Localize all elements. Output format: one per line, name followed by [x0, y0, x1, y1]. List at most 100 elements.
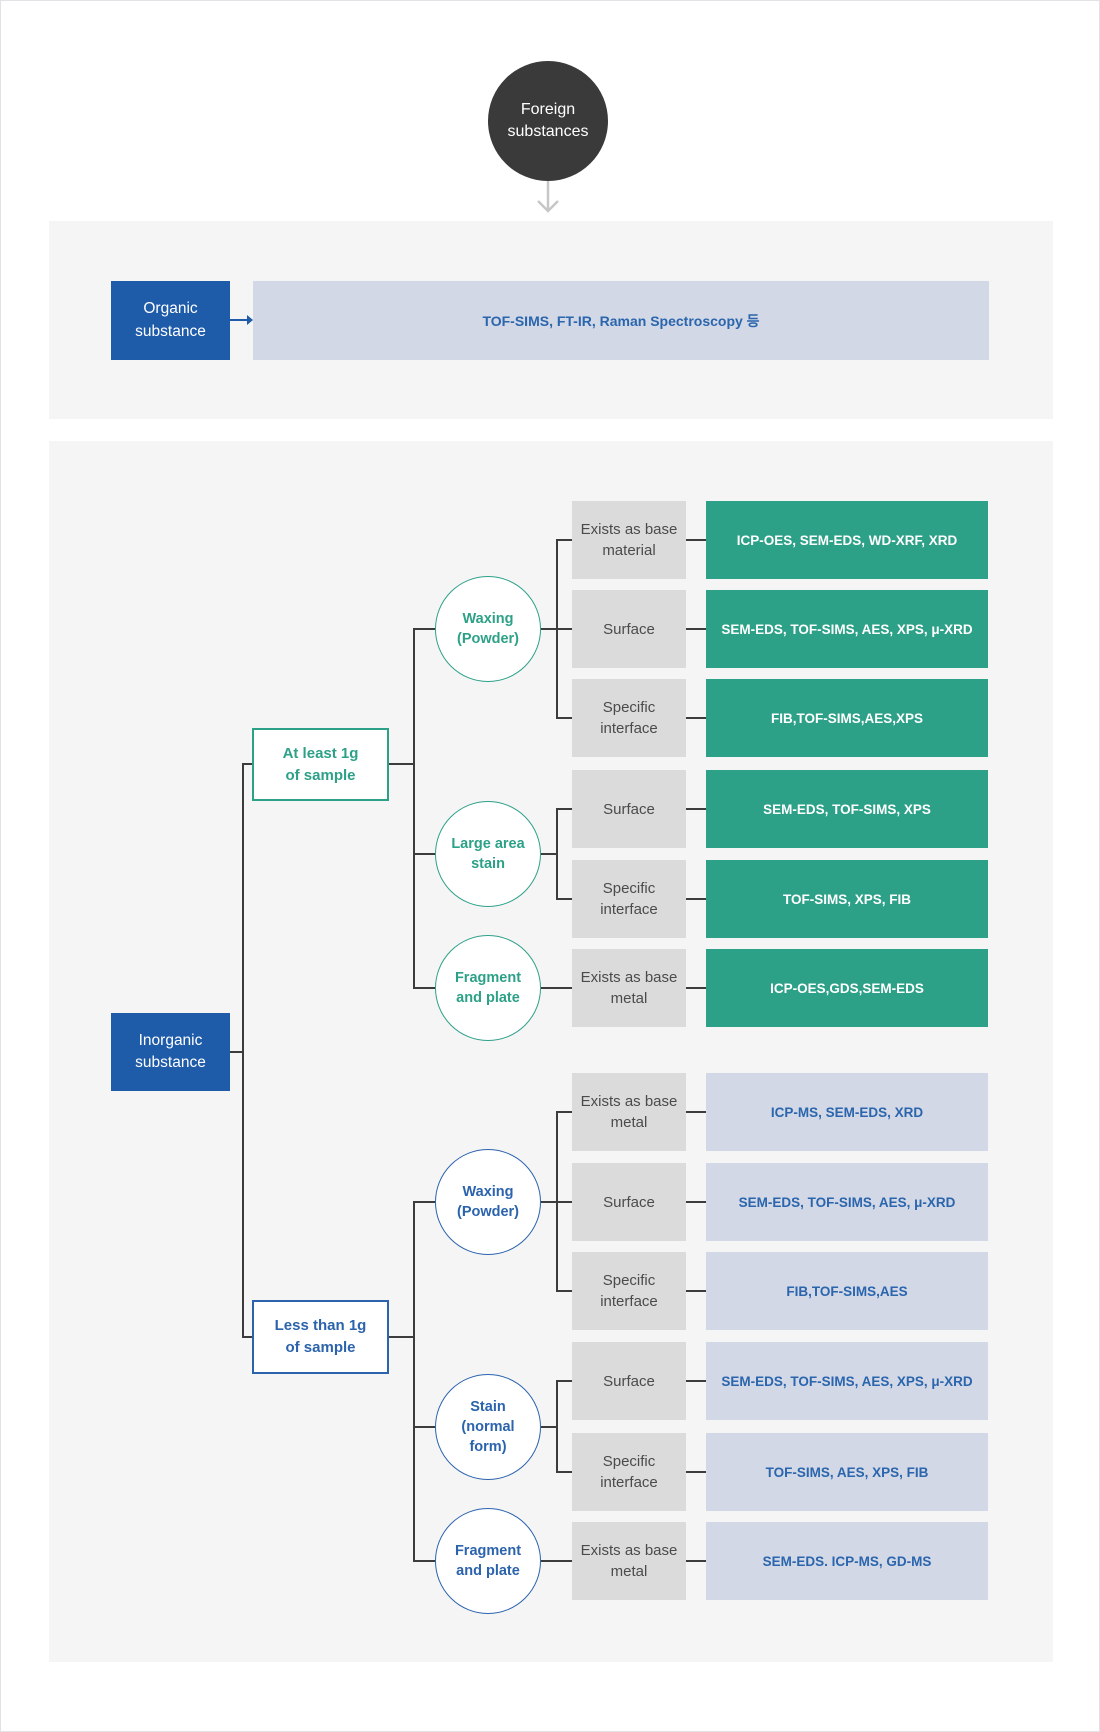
methods-box: ICP-OES,GDS,SEM-EDS: [706, 949, 988, 1027]
methods-box: SEM-EDS. ICP-MS, GD-MS: [706, 1522, 988, 1600]
methods-box: SEM-EDS, TOF-SIMS, AES, XPS, μ-XRD: [706, 590, 988, 668]
connector-line: [413, 1201, 415, 1561]
connector-line: [413, 628, 415, 988]
connector-line: [413, 1426, 435, 1428]
condition-label: Surface: [603, 1193, 655, 1211]
condition-label: Specific interface: [600, 699, 658, 737]
organic-arrow-head-icon: [247, 315, 253, 325]
connector-line: [686, 808, 706, 810]
connector-line: [556, 1111, 558, 1291]
methods-box: ICP-MS, SEM-EDS, XRD: [706, 1073, 988, 1151]
connector-line: [541, 853, 557, 855]
form-circle-waxing-powder-teal: Waxing (Powder): [435, 576, 541, 682]
down-arrow-icon: [537, 181, 559, 213]
root-node-label: Foreign substances: [507, 100, 589, 140]
form-circle-label: Stain (normal form): [461, 1398, 515, 1456]
connector-line: [556, 1290, 572, 1292]
condition-box: Exists as base material: [572, 501, 686, 579]
form-circle-fragment-and-plate-blue: Fragment and plate: [435, 1508, 541, 1614]
organic-methods-label: TOF-SIMS, FT-IR, Raman Spectroscopy 등: [482, 312, 760, 329]
connector-line: [686, 987, 706, 989]
connector-line: [686, 717, 706, 719]
methods-box: TOF-SIMS, XPS, FIB: [706, 860, 988, 938]
connector-line: [686, 1201, 706, 1203]
condition-box: Surface: [572, 590, 686, 668]
connector-line: [686, 1471, 706, 1473]
methods-label: TOF-SIMS, AES, XPS, FIB: [765, 1464, 929, 1480]
branch-box-at-least-1g: At least 1g of sample: [252, 728, 389, 801]
connector-line: [413, 1201, 435, 1203]
methods-label: SEM-EDS, TOF-SIMS, AES, XPS, μ-XRD: [721, 1373, 973, 1389]
connector-line: [242, 763, 244, 1337]
form-circle-waxing-powder-blue: Waxing (Powder): [435, 1149, 541, 1255]
connector-line: [413, 853, 435, 855]
connector-line: [686, 1380, 706, 1382]
connector-line: [556, 539, 558, 718]
condition-box: Exists as base metal: [572, 1073, 686, 1151]
branch-box-less-than-1g: Less than 1g of sample: [252, 1300, 389, 1374]
condition-box: Exists as base metal: [572, 949, 686, 1027]
connector-line: [242, 763, 252, 765]
connector-line: [556, 717, 572, 719]
branch-box-label: Less than 1g of sample: [274, 1317, 367, 1356]
methods-box: SEM-EDS, TOF-SIMS, AES, μ-XRD: [706, 1163, 988, 1241]
methods-label: FIB,TOF-SIMS,AES: [786, 1283, 908, 1299]
connector-line: [556, 1471, 572, 1473]
condition-label: Surface: [603, 1372, 655, 1390]
methods-box: SEM-EDS, TOF-SIMS, AES, XPS, μ-XRD: [706, 1342, 988, 1420]
condition-label: Exists as base material: [580, 521, 678, 559]
condition-label: Specific interface: [600, 880, 658, 918]
connector-line: [686, 1290, 706, 1292]
condition-box: Surface: [572, 1163, 686, 1241]
connector-line: [686, 539, 706, 541]
condition-box: Specific interface: [572, 1433, 686, 1511]
organic-substance-box: Organic substance: [111, 281, 230, 360]
methods-label: SEM-EDS. ICP-MS, GD-MS: [762, 1553, 932, 1569]
methods-label: ICP-OES,GDS,SEM-EDS: [770, 980, 924, 996]
inorganic-substance-label: Inorganic substance: [135, 1031, 206, 1071]
connector-line: [230, 1051, 243, 1053]
condition-box: Exists as base metal: [572, 1522, 686, 1600]
condition-box: Specific interface: [572, 860, 686, 938]
condition-label: Specific interface: [600, 1453, 658, 1491]
form-circle-label: Waxing (Powder): [456, 1183, 520, 1220]
form-circle-stain-normal-form: Stain (normal form): [435, 1374, 541, 1480]
connector-line: [541, 1426, 557, 1428]
inorganic-substance-box: Inorganic substance: [111, 1013, 230, 1091]
connector-line: [413, 1560, 435, 1562]
connector-line: [413, 628, 435, 630]
form-circle-label: Fragment and plate: [454, 969, 522, 1006]
methods-label: FIB,TOF-SIMS,AES,XPS: [770, 710, 924, 726]
connector-line: [686, 628, 706, 630]
connector-line: [556, 1380, 558, 1472]
organic-arrow-line: [230, 319, 248, 321]
connector-line: [541, 987, 572, 989]
methods-box: FIB,TOF-SIMS,AES,XPS: [706, 679, 988, 757]
organic-substance-label: Organic substance: [135, 300, 206, 340]
connector-line: [556, 539, 572, 541]
condition-box: Specific interface: [572, 1252, 686, 1330]
connector-line: [556, 808, 558, 899]
condition-box: Surface: [572, 770, 686, 848]
methods-label: SEM-EDS, TOF-SIMS, AES, XPS, μ-XRD: [721, 621, 973, 637]
connector-line: [389, 763, 414, 765]
connector-line: [413, 987, 435, 989]
methods-box: SEM-EDS, TOF-SIMS, XPS: [706, 770, 988, 848]
connector-line: [556, 898, 572, 900]
connector-line: [389, 1336, 414, 1338]
organic-methods-box: TOF-SIMS, FT-IR, Raman Spectroscopy 등: [253, 281, 989, 360]
root-node-foreign-substances: Foreign substances: [488, 61, 608, 181]
condition-label: Surface: [603, 620, 655, 638]
methods-label: ICP-MS, SEM-EDS, XRD: [770, 1104, 924, 1120]
branch-box-label: At least 1g of sample: [282, 744, 359, 784]
form-circle-label: Waxing (Powder): [456, 610, 520, 647]
condition-label: Exists as base metal: [580, 969, 678, 1007]
connector-line: [556, 1380, 572, 1382]
form-circle-large-area-stain: Large area stain: [435, 801, 541, 907]
methods-box: ICP-OES, SEM-EDS, WD-XRF, XRD: [706, 501, 988, 579]
connector-line: [686, 898, 706, 900]
methods-label: ICP-OES, SEM-EDS, WD-XRF, XRD: [736, 532, 958, 548]
form-circle-fragment-and-plate-teal: Fragment and plate: [435, 935, 541, 1041]
connector-line: [556, 808, 572, 810]
